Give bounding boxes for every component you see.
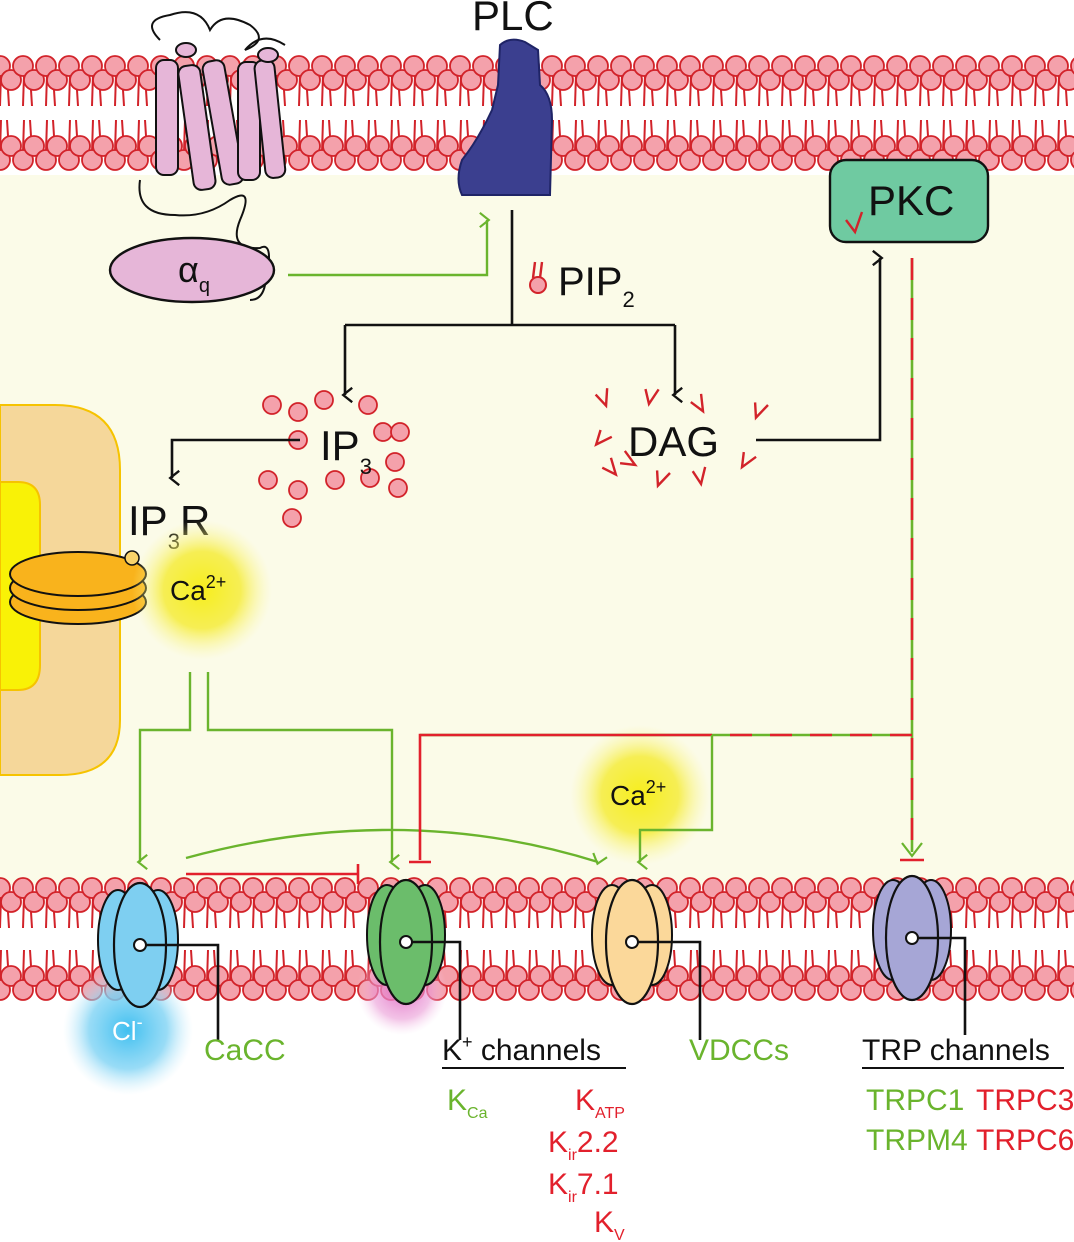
trp-channel-item: TRPM4 <box>866 1124 968 1157</box>
chloride-label: Cl- <box>112 1012 143 1046</box>
arrow-cacc-to-vdcc <box>185 828 608 866</box>
ip3-label: IP3 <box>320 422 372 479</box>
cacc-label: CaCC <box>204 1034 286 1067</box>
trp-channel-item: TRPC6 <box>976 1124 1074 1157</box>
pkc-inhibit-k-line <box>418 733 712 860</box>
trp-channel <box>872 874 967 1035</box>
k-channels-heading: K+ channels <box>442 1032 601 1067</box>
ip3-molecules <box>258 390 410 528</box>
vdcc-channel <box>591 878 702 1040</box>
cacc-channel <box>97 881 220 1040</box>
pip2-label: PIP2 <box>558 260 635 312</box>
dag-label: DAG <box>628 418 719 465</box>
arrow-ca-to-cacc <box>136 672 192 871</box>
arrow-ca-to-kca <box>206 672 400 871</box>
calcium-label-lower: Ca2+ <box>610 777 666 811</box>
pkc-enzyme <box>828 158 990 244</box>
k-channel-item: Kir2.2 <box>548 1126 619 1164</box>
vdccs-label: VDCCs <box>689 1034 789 1067</box>
k-channel-item: KV <box>594 1206 625 1242</box>
pip2-lipid-icon <box>529 261 547 294</box>
arrow-dag-to-pkc <box>756 249 884 442</box>
arrow-pkc-to-vdcc <box>636 735 714 871</box>
chloride-glow <box>63 965 193 1095</box>
calcium-label-upper: Ca2+ <box>170 572 226 606</box>
pkc-label: PKC <box>868 177 954 224</box>
dag-in-pkc-icon <box>845 211 864 235</box>
k-channel-item: KATP <box>575 1084 625 1122</box>
k-channel <box>366 878 462 1040</box>
gpcr-receptor <box>138 11 287 301</box>
trp-channels-heading: TRP channels <box>862 1034 1050 1067</box>
g-alpha-q <box>108 236 276 304</box>
k-channel-item: KCa <box>447 1084 488 1122</box>
plc-enzyme <box>457 38 554 196</box>
arrow-ip3-to-ip3r <box>168 438 300 487</box>
calcium-glow-upper <box>132 520 272 660</box>
dag-molecules <box>594 388 769 489</box>
trp-channel-item: TRPC3 <box>976 1084 1074 1117</box>
trp-channel-item: TRPC1 <box>866 1084 964 1117</box>
ip3r-channel <box>9 550 147 625</box>
k-channel-item: Kir7.1 <box>548 1168 619 1206</box>
plc-label: PLC <box>472 0 554 39</box>
arrow-gq-to-plc <box>288 211 491 277</box>
g-alpha-label: αq <box>178 249 210 297</box>
